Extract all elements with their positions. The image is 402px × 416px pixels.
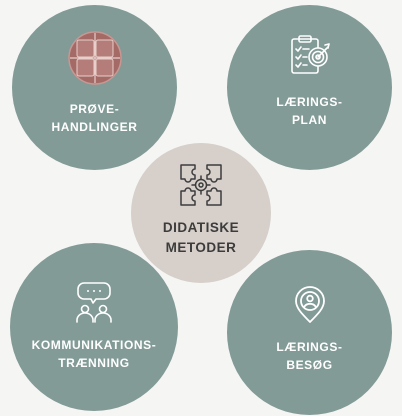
node-laeringsbesoeg: LÆRINGS- BESØG	[227, 250, 392, 415]
node-label: LÆRINGS- PLAN	[276, 93, 342, 129]
node-label: PRØVE- HANDLINGER	[52, 100, 138, 136]
center-node: DIDATISKE METODER	[131, 143, 271, 283]
node-laeringsplan: LÆRINGS- PLAN	[227, 5, 392, 170]
node-kommunikationstraenning: KOMMUNIKATIONS- TRÆNNING	[10, 243, 178, 411]
node-label-line2: HANDLINGER	[51, 119, 138, 134]
clipboard-target-icon	[290, 34, 330, 74]
node-label-line2: TRÆNNING	[58, 356, 130, 370]
center-label-line1: DIDATISKE	[162, 220, 240, 235]
center-label: DIDATISKE METODER	[163, 218, 239, 258]
quadrant-chart-icon	[67, 30, 122, 85]
location-person-icon	[294, 285, 325, 323]
chat-people-icon	[76, 282, 112, 323]
node-proevehandlinger: PRØVE- HANDLINGER	[12, 5, 177, 170]
node-label-line2: PLAN	[291, 112, 328, 127]
node-label-line1: LÆRINGS-	[276, 339, 343, 354]
node-label: KOMMUNIKATIONS- TRÆNNING	[32, 336, 157, 372]
node-label: LÆRINGS- BESØG	[276, 338, 342, 374]
node-label-line1: KOMMUNIKATIONS-	[31, 338, 157, 352]
node-label-line1: LÆRINGS-	[276, 94, 343, 109]
node-label-line1: PRØVE-	[69, 101, 120, 116]
center-label-line2: METODER	[165, 240, 237, 255]
node-label-line2: BESØG	[286, 357, 333, 372]
puzzle-target-icon	[180, 164, 222, 206]
